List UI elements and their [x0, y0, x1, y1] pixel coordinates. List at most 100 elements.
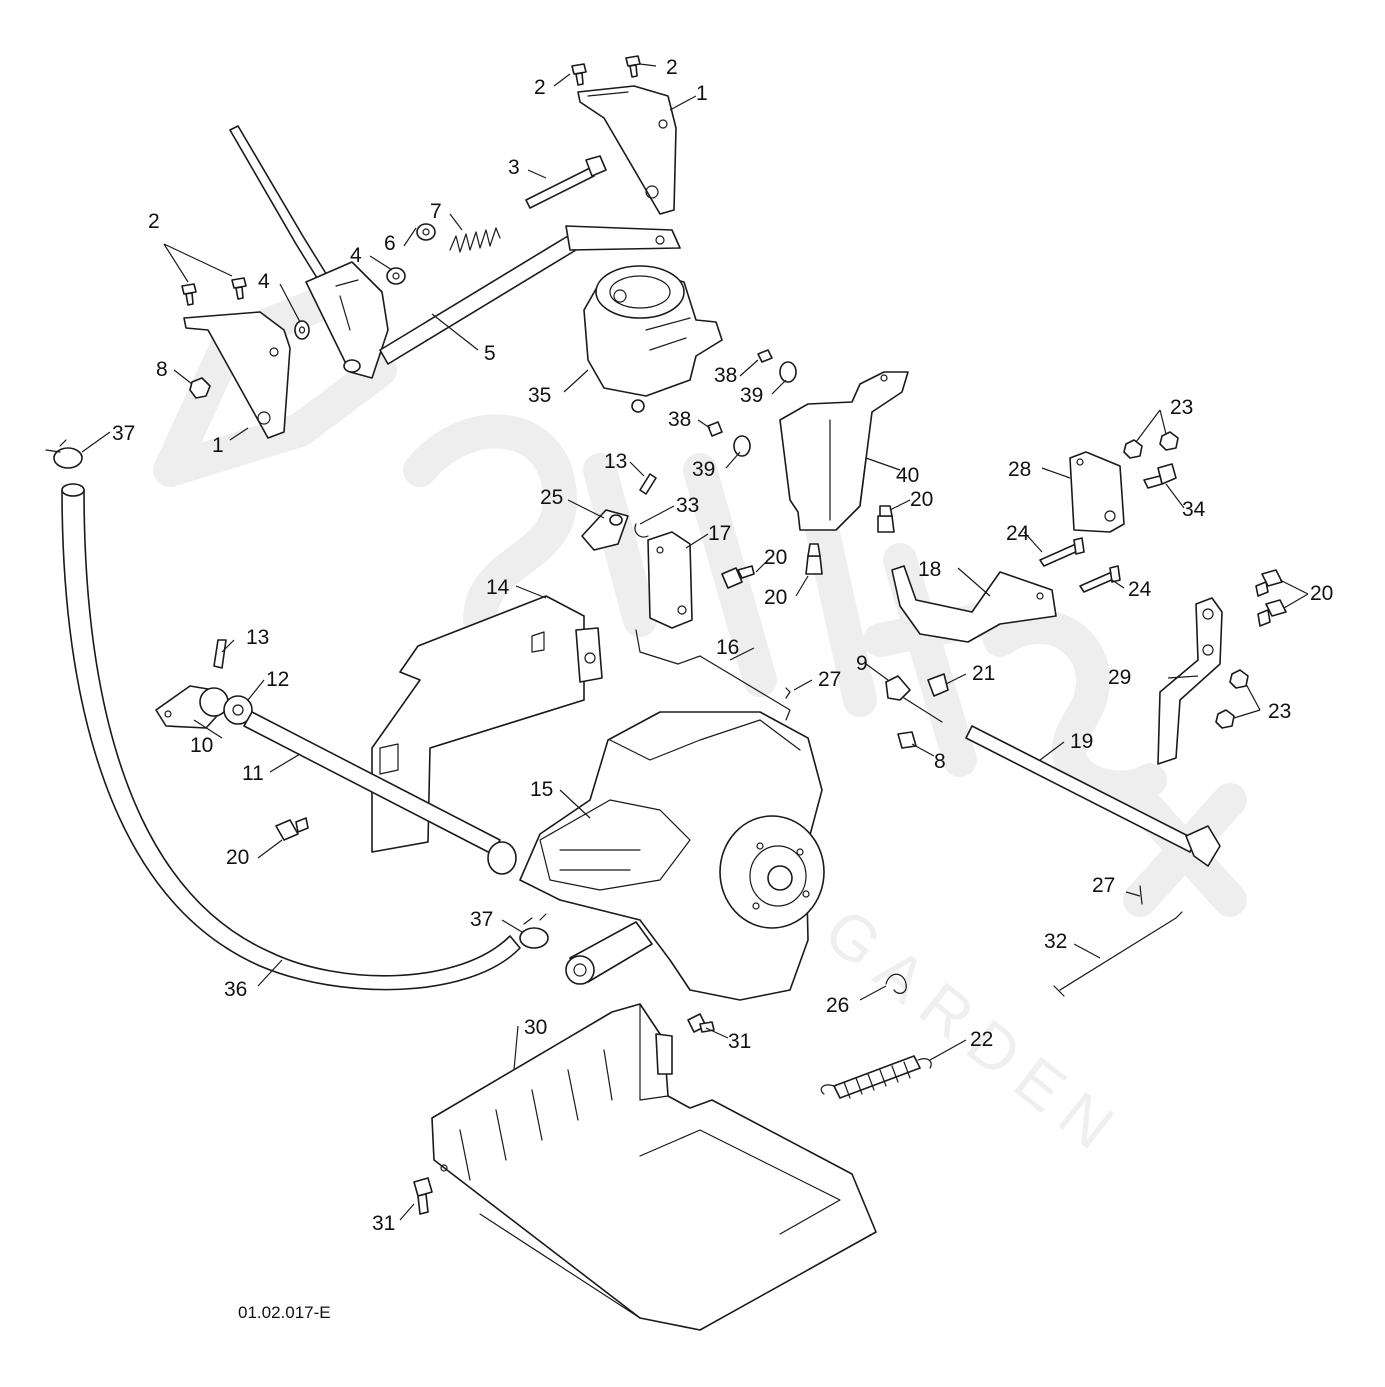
callout-19: 19 [1070, 730, 1093, 753]
callout-8: 8 [156, 358, 168, 381]
callout-12: 12 [266, 668, 289, 691]
bracket-upper [577, 85, 677, 215]
washer-4-left [294, 320, 310, 340]
callout-7: 7 [430, 200, 442, 223]
bolt-34 [1143, 463, 1177, 489]
screw-upper-left [571, 63, 587, 86]
hose-clamp-top [45, 439, 83, 469]
callout-9: 9 [856, 652, 868, 675]
bracket-lower [183, 311, 291, 439]
drawing-code: 01.02.017-E [238, 1303, 331, 1322]
screw-38-lower [707, 421, 723, 437]
callout-4: 4 [258, 270, 270, 293]
callout-labels: 2 2 1 3 7 6 4 4 2 5 8 1 37 35 38 39 38 3… [112, 56, 1333, 1235]
callout-2: 2 [666, 56, 678, 79]
transaxle [519, 711, 825, 1001]
callout-25: 25 [540, 486, 563, 509]
callout-22: 22 [970, 1028, 993, 1051]
clip-26 [885, 973, 907, 994]
pin-24b [1079, 565, 1121, 593]
hose [61, 483, 521, 991]
nut-23a [1123, 439, 1143, 459]
pin-13-left [213, 639, 227, 669]
callout-17: 17 [708, 522, 731, 545]
callout-26: 26 [826, 994, 849, 1017]
washer-6 [416, 223, 436, 241]
screw-lower-right [231, 277, 247, 300]
callout-31: 31 [372, 1212, 395, 1235]
cotter-pin-27b [1139, 885, 1143, 905]
callout-2: 2 [534, 76, 546, 99]
screw-38-upper [757, 349, 773, 363]
nut-23c [1229, 669, 1249, 689]
callout-8: 8 [934, 750, 946, 773]
callout-6: 6 [384, 232, 396, 255]
callout-20: 20 [1310, 582, 1333, 605]
callout-34: 34 [1182, 498, 1206, 521]
callout-37: 37 [470, 908, 493, 931]
oil-reservoir [583, 265, 723, 413]
callout-38: 38 [668, 408, 691, 431]
callout-15: 15 [530, 778, 553, 801]
nut-23b [1159, 431, 1179, 451]
callout-31: 31 [728, 1030, 751, 1053]
callout-38: 38 [714, 364, 737, 387]
callout-29: 29 [1108, 666, 1131, 689]
callout-27: 27 [1092, 874, 1115, 897]
washer-39-lower [733, 435, 751, 457]
shaft-11 [243, 711, 517, 875]
callout-39: 39 [692, 458, 715, 481]
callout-13: 13 [604, 450, 627, 473]
callout-13: 13 [246, 626, 269, 649]
nut-left [189, 377, 211, 399]
callout-11: 11 [242, 762, 264, 785]
link-25 [581, 509, 629, 551]
leader-lines [81, 63, 1309, 1221]
cotter-pin-27a [785, 687, 791, 699]
callout-37: 37 [112, 422, 135, 445]
callout-20: 20 [764, 586, 787, 609]
nut-8-right [897, 731, 917, 749]
rod-32 [1053, 911, 1183, 997]
plate-28 [1069, 451, 1125, 533]
callout-23: 23 [1170, 396, 1193, 419]
pin-upper [639, 473, 657, 495]
lever-9 [885, 675, 943, 723]
callout-5: 5 [484, 342, 496, 365]
bracket-17 [647, 531, 693, 629]
hose-clamp-mid [519, 913, 549, 949]
washer-39-upper [779, 361, 797, 383]
spring [449, 227, 501, 253]
callout-1: 1 [212, 434, 224, 457]
callout-10: 10 [190, 734, 213, 757]
callout-24: 24 [1128, 578, 1152, 601]
screw-31-lower [413, 1177, 433, 1215]
callout-21: 21 [972, 662, 995, 685]
shift-rod-16 [635, 629, 791, 721]
callout-40: 40 [896, 464, 919, 487]
callout-35: 35 [528, 384, 551, 407]
callout-2: 2 [148, 210, 160, 233]
callout-39: 39 [740, 384, 763, 407]
bracket-40 [779, 371, 909, 531]
flange-bolt-20a [721, 565, 755, 589]
washer-4-right [386, 267, 406, 285]
flange-bolt-20-left [275, 817, 309, 841]
arm-10 [155, 685, 229, 729]
flange-bolt-20c [877, 505, 895, 533]
callout-4: 4 [350, 244, 362, 267]
callout-30: 30 [524, 1016, 547, 1039]
callout-28: 28 [1008, 458, 1031, 481]
callout-24: 24 [1006, 522, 1030, 545]
callout-27: 27 [818, 668, 841, 691]
screw-lower-left [181, 283, 197, 306]
clip-33 [634, 523, 649, 538]
screw-upper-right [625, 55, 641, 78]
plate-29 [1157, 597, 1223, 765]
callout-20: 20 [226, 846, 249, 869]
pin-24a [1039, 537, 1085, 567]
skid-plate [431, 1003, 877, 1331]
callout-1: 1 [696, 82, 708, 105]
flange-bolt-20e [1257, 599, 1287, 627]
